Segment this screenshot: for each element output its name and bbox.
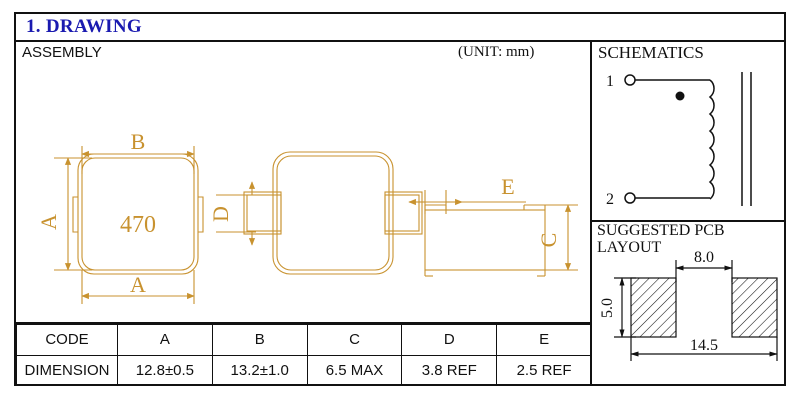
pcb-layout-title-line1: SUGGESTED PCB — [597, 222, 725, 239]
unit-note: (UNIT: mm) — [458, 44, 535, 60]
schematics-panel: SCHEMATICS 1 2 — [592, 42, 784, 222]
table-cell-dim-e: 2.5 REF — [496, 354, 592, 386]
table-cell-dim-c: 6.5 MAX — [306, 354, 403, 386]
svg-text:A: A — [36, 214, 61, 230]
schematic-terminal-2-label: 2 — [606, 191, 614, 208]
pcb-gap-dimension-label: 8.0 — [694, 249, 714, 266]
page-title: 1. DRAWING — [26, 16, 142, 37]
table-cell-dimension-label: DIMENSION — [16, 354, 118, 386]
table-cell-dim-b: 13.2±1.0 — [211, 354, 308, 386]
table-row-dimensions: DIMENSION 12.8±0.5 13.2±1.0 6.5 MAX 3.8 … — [16, 354, 592, 386]
table-cell-dim-d: 3.8 REF — [401, 354, 498, 386]
schematics-title: SCHEMATICS — [598, 43, 704, 62]
table-cell-code-label: CODE — [16, 324, 118, 356]
table-cell-code-b: B — [211, 324, 308, 356]
table-row-codes: CODE A B C D E — [16, 324, 592, 356]
schematic-diagram: 1 2 — [606, 72, 752, 208]
assembly-label: ASSEMBLY — [22, 44, 102, 61]
table-cell-code-d: D — [401, 324, 498, 356]
pcb-layout-panel: SUGGESTED PCB LAYOUT — [592, 222, 784, 386]
right-column: SCHEMATICS 1 2 — [592, 42, 784, 386]
table-cell-code-a: A — [117, 324, 213, 356]
svg-text:B: B — [131, 129, 146, 154]
pcb-pad-height-dimension-label: 5.0 — [599, 298, 616, 318]
table-cell-code-c: C — [306, 324, 403, 356]
drawing-sheet: 1. DRAWING ASSEMBLY (UNIT: mm) — [14, 12, 786, 386]
assembly-drawing: 470 B A A — [36, 129, 578, 304]
assembly-panel: ASSEMBLY (UNIT: mm) 470 — [16, 42, 592, 386]
pcb-layout-diagram: 8.0 5.0 14.5 — [599, 249, 778, 361]
title-band: 1. DRAWING — [16, 14, 784, 42]
svg-text:D: D — [208, 206, 233, 222]
svg-text:C: C — [536, 233, 561, 248]
svg-text:A: A — [130, 272, 146, 297]
pcb-layout-title-line2: LAYOUT — [597, 239, 662, 256]
dimension-table: CODE A B C D E DIMENSION 12.8±0.5 13.2±1… — [16, 322, 592, 386]
part-marking: 470 — [120, 212, 156, 238]
table-cell-code-e: E — [496, 324, 592, 356]
svg-text:E: E — [501, 174, 514, 199]
table-cell-dim-a: 12.8±0.5 — [117, 354, 213, 386]
schematic-terminal-1-label: 1 — [606, 73, 614, 90]
pcb-total-width-dimension-label: 14.5 — [690, 337, 718, 354]
